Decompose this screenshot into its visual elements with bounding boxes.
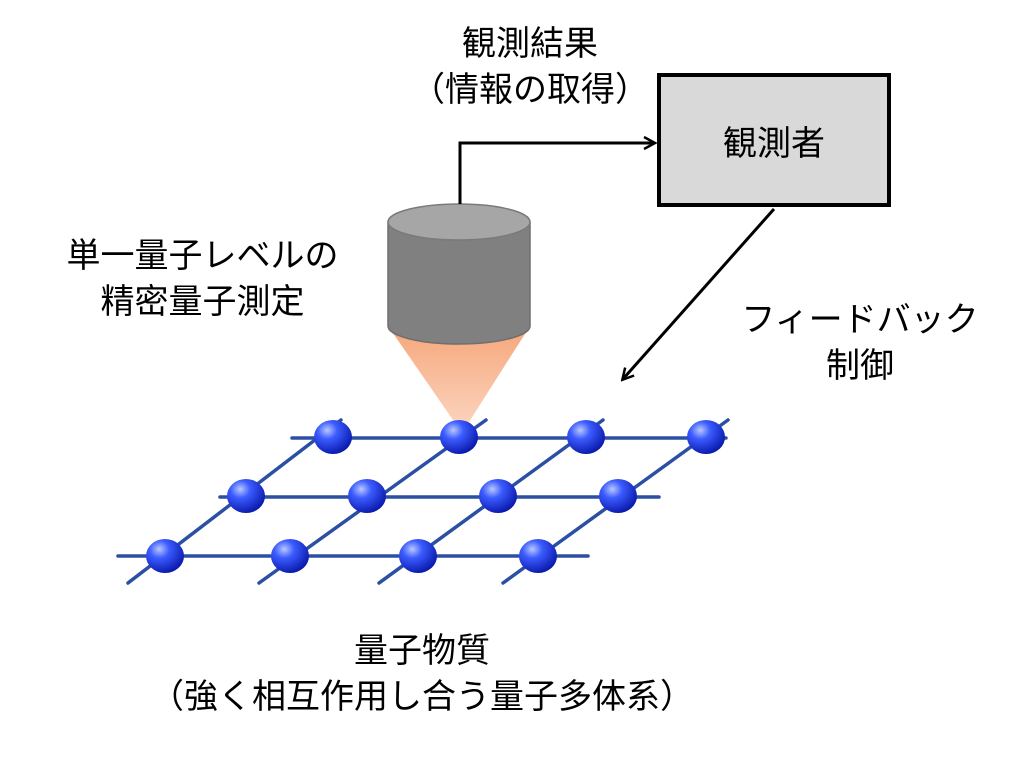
measurement-beam: [388, 326, 530, 433]
quantum-matter-label: 量子物質 （強く相互作用し合う量子多体系）: [124, 628, 720, 720]
atom: [348, 479, 386, 513]
atom-array: [146, 420, 725, 573]
observer-label: 観測者: [723, 123, 825, 164]
observation-result-line1: 観測結果: [462, 24, 598, 64]
observer-box: 観測者: [657, 73, 891, 207]
atom: [440, 420, 478, 454]
atom: [399, 539, 437, 573]
atom: [479, 479, 517, 513]
measurement-label: 単一量子レベルの 精密量子測定: [40, 233, 365, 325]
atom: [687, 420, 725, 454]
atom: [599, 479, 637, 513]
atom: [519, 539, 557, 573]
atom: [271, 539, 309, 573]
atom: [227, 479, 265, 513]
atom: [146, 539, 184, 573]
measurement-line2: 精密量子測定: [100, 282, 305, 322]
observation-result-arrow: [458, 143, 654, 204]
quantum-matter-line1: 量子物質: [354, 631, 490, 671]
feedback-line1: フィードバック: [741, 300, 979, 340]
measurement-line1: 単一量子レベルの: [66, 236, 339, 276]
feedback-line2: 制御: [826, 346, 894, 386]
atom: [567, 420, 605, 454]
observation-result-label: 観測結果 （情報の取得）: [400, 21, 660, 113]
quantum-matter-line2: （強く相互作用し合う量子多体系）: [150, 677, 694, 717]
detector-cylinder: [387, 203, 531, 345]
observation-result-line2: （情報の取得）: [411, 70, 649, 110]
feedback-label: フィードバック 制御: [722, 297, 998, 389]
atom: [314, 420, 352, 454]
feedback-arrow: [623, 208, 776, 379]
